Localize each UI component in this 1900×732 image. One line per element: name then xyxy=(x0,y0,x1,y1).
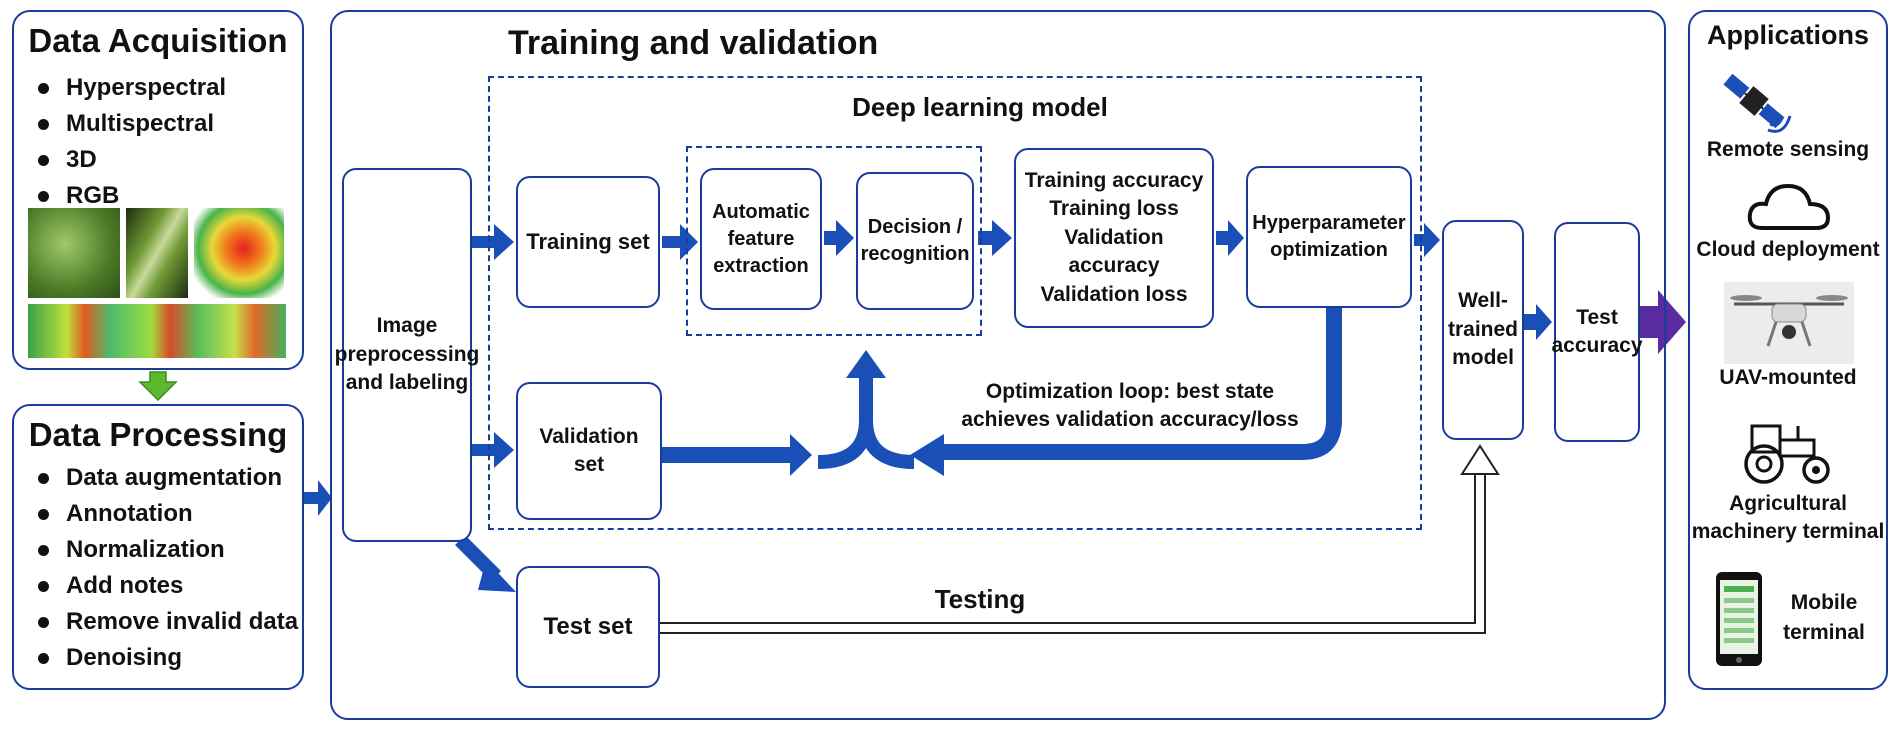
acquisition-list: Hyperspectral Multispectral 3D RGB xyxy=(32,70,226,214)
list-item: 3D xyxy=(32,142,226,178)
image-preprocessing-box: Image preprocessing and labeling xyxy=(335,168,479,542)
app-label-cloud-deployment: Cloud deployment xyxy=(1696,238,1880,261)
merge-up-arrow xyxy=(817,376,915,469)
heatmap-field-image xyxy=(194,208,284,298)
arrow-to-applications xyxy=(1640,290,1686,354)
metric-validation-loss: Validation loss xyxy=(1040,282,1188,306)
data-processing-title: Data Processing xyxy=(28,416,288,453)
metric-training-loss: Training loss xyxy=(1049,197,1179,221)
well-trained-model-box: Well- trained model xyxy=(1442,220,1524,440)
tractor-icon xyxy=(1744,424,1830,484)
optimization-loop-arrowhead xyxy=(910,434,944,476)
training-validation-panel xyxy=(330,10,1666,720)
decision-recognition-box: Decision / recognition xyxy=(856,172,974,310)
stem-image xyxy=(126,208,188,298)
arrow-to-training-set xyxy=(472,224,514,260)
mobile-phone-icon xyxy=(1716,572,1762,666)
data-acquisition-title: Data Acquisition xyxy=(28,22,288,59)
test-accuracy-box: Test accuracy xyxy=(1551,222,1643,442)
arrow-validation-to-merge xyxy=(662,434,812,476)
list-item: Hyperspectral xyxy=(32,70,226,106)
list-item: Annotation xyxy=(32,496,298,532)
training-set-box: Training set xyxy=(516,176,660,308)
hyperparameter-optimization-box: Hyperparameter optimization xyxy=(1246,166,1412,308)
testing-arrow xyxy=(660,444,1500,634)
app-label-mobile-terminal: Mobile terminal xyxy=(1783,591,1865,644)
validation-set-box: Validation set xyxy=(516,382,662,520)
leaf-image xyxy=(28,208,120,298)
list-item: Remove invalid data xyxy=(32,604,298,640)
drone-icon xyxy=(1724,282,1854,364)
green-arrow xyxy=(138,371,178,402)
metric-validation-accuracy: Validation accuracy xyxy=(1064,225,1164,278)
app-label-uav-mounted: UAV-mounted xyxy=(1719,366,1857,389)
arrow-to-hyperparameter xyxy=(1216,220,1244,256)
training-validation-title: Training and validation xyxy=(508,24,879,62)
optimization-loop-path xyxy=(940,308,1342,460)
metric-training-accuracy: Training accuracy xyxy=(1024,169,1204,193)
cloud-icon xyxy=(1747,183,1831,230)
data-acquisition-panel: Data Acquisition Hyperspectral Multispec… xyxy=(12,10,304,370)
applications-panel: Applications Remote sensing Cloud deploy… xyxy=(1688,10,1888,690)
arrow-to-feature-extraction xyxy=(662,224,698,260)
field-strip-image xyxy=(28,304,286,358)
app-label-remote-sensing: Remote sensing xyxy=(1706,138,1870,161)
list-item: RGB xyxy=(32,178,226,214)
app-label-agricultural-machinery: Agricultural machinery terminal xyxy=(1691,492,1885,543)
list-item: Normalization xyxy=(32,532,298,568)
merge-up-arrowhead xyxy=(846,350,886,378)
data-processing-panel: Data Processing Data augmentation Annota… xyxy=(12,404,304,690)
applications-title: Applications xyxy=(1706,20,1869,50)
feature-extraction-box: Automatic feature extraction xyxy=(700,168,822,310)
list-item: Data augmentation xyxy=(32,460,298,496)
list-item: Add notes xyxy=(32,568,298,604)
test-set-box: Test set xyxy=(516,566,660,688)
satellite-icon xyxy=(1723,73,1792,133)
arrow-to-validation-set xyxy=(472,432,514,468)
arrow-to-decision xyxy=(824,220,854,256)
deep-learning-model-title: Deep learning model xyxy=(852,92,1108,122)
list-item: Multispectral xyxy=(32,106,226,142)
list-item: Denoising xyxy=(32,640,298,676)
testing-label: Testing xyxy=(934,584,1026,614)
feature-decision-group xyxy=(686,146,982,336)
arrow-to-metrics xyxy=(978,220,1012,256)
deep-learning-model-region xyxy=(488,76,1422,530)
arrow-to-well-trained xyxy=(1414,223,1440,257)
metrics-box: Training accuracy Training loss Validati… xyxy=(1014,148,1214,328)
arrow-processing-to-preprocess xyxy=(304,480,332,516)
arrow-to-test-accuracy xyxy=(1524,304,1552,340)
arrow-to-test-set xyxy=(455,535,516,592)
processing-list: Data augmentation Annotation Normalizati… xyxy=(32,460,298,676)
optimization-loop-label: Optimization loop: best state achieves v… xyxy=(961,380,1299,431)
